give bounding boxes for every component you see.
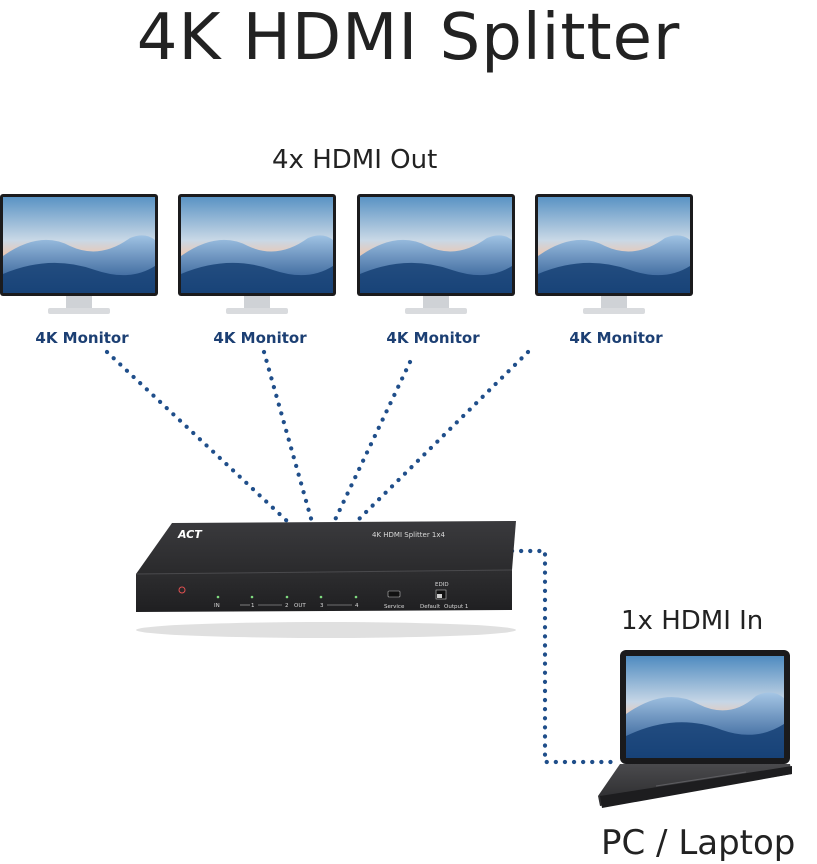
led-out-3 [319, 595, 323, 599]
hdmi-splitter-device: ACT 4K HDMI Splitter 1x4 IN 1 2 OUT 3 4 … [135, 521, 516, 638]
port-in-label: IN [214, 603, 220, 609]
service-label: Service [384, 604, 405, 610]
edid-default-label: Default [420, 604, 441, 610]
led-out-4 [354, 595, 358, 599]
service-port [387, 590, 401, 598]
monitor-1-label: 4K Monitor [35, 329, 129, 347]
monitor-4 [535, 194, 693, 314]
device-model-label: 4K HDMI Splitter 1x4 [372, 531, 446, 539]
page-title: 4K HDMI Splitter [136, 1, 681, 75]
link-monitor-4 [353, 349, 531, 525]
link-monitor-1 [104, 349, 291, 525]
input-label: 1x HDMI In [621, 606, 764, 636]
link-monitor-3 [331, 359, 413, 525]
monitor-2-label: 4K Monitor [213, 329, 307, 347]
port-number-3: 3 [320, 603, 324, 609]
edid-label: EDID [435, 582, 449, 588]
port-out-label: OUT [294, 603, 306, 609]
monitor-3-label: 4K Monitor [386, 329, 480, 347]
brand-logo-act: ACT [177, 528, 203, 541]
laptop-device [598, 650, 792, 808]
port-number-4: 4 [355, 603, 359, 609]
led-out-2 [285, 595, 289, 599]
monitor-1 [0, 194, 158, 314]
link-monitor-2 [261, 349, 315, 525]
led-in [216, 595, 220, 599]
monitor-2 [178, 194, 336, 314]
edid-output-label: Output 1 [444, 604, 468, 610]
monitor-3 [357, 194, 515, 314]
outputs-label: 4x HDMI Out [272, 145, 438, 175]
link-laptop [509, 548, 615, 765]
led-out-1 [250, 595, 254, 599]
port-number-2: 2 [285, 603, 289, 609]
device-label-pc-laptop: PC / Laptop [601, 823, 796, 863]
monitor-4-label: 4K Monitor [569, 329, 663, 347]
power-button [178, 586, 186, 594]
port-number-1: 1 [251, 603, 255, 609]
